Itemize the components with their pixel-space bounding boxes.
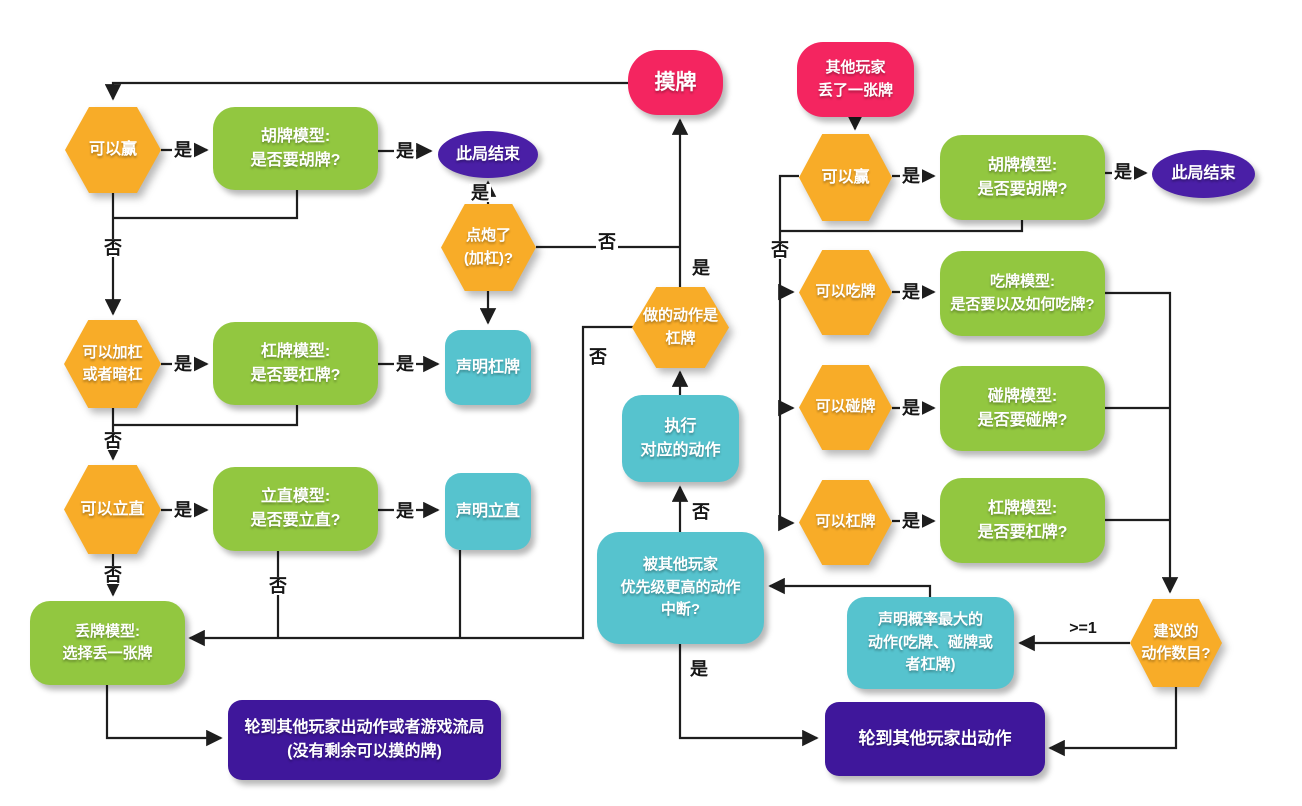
node-discard-model: 丢牌模型: 选择丢一张牌 [30, 601, 185, 685]
node-kan-model-self: 杠牌模型: 是否要杠牌? [213, 322, 378, 405]
edge-declare-prob-to-interrupt [768, 577, 932, 597]
node-can-win-self: 可以赢 [65, 107, 161, 193]
edge-can-win-right-no-trunk [778, 174, 799, 523]
edge-chi-model-to-suggest [1105, 291, 1179, 594]
edge-label-no: 否 [690, 502, 712, 522]
edge-label-yes: 是 [688, 659, 710, 679]
edge-label-yes: 是 [172, 354, 194, 374]
edge-interrupt-yes-to-other-turn [678, 644, 819, 747]
node-interrupted-by-higher-priority: 被其他玩家 优先级更高的动作 中断? [597, 532, 764, 644]
edge-label-no: 否 [267, 576, 289, 596]
edge-label-no: 否 [596, 232, 618, 252]
edge-label-yes: 是 [394, 141, 416, 161]
node-hu-model-other: 胡牌模型: 是否要胡牌? [940, 135, 1105, 220]
node-execute-action: 执行 对应的动作 [622, 395, 739, 482]
node-can-chi: 可以吃牌 [799, 250, 892, 335]
node-can-win-other: 可以赢 [799, 134, 892, 221]
node-can-riichi: 可以立直 [64, 465, 161, 554]
edge-label-yes: 是 [900, 398, 922, 418]
edge-label-yes: 是 [1112, 162, 1134, 182]
node-can-kan-other: 可以杠牌 [799, 480, 892, 565]
edge-label-yes: 是 [900, 166, 922, 186]
edge-action-gang-no-to-diupai [188, 325, 633, 647]
node-riichi-model: 立直模型: 是否要立直? [213, 467, 378, 551]
edge-label-no: 否 [102, 565, 124, 585]
node-can-pon: 可以碰牌 [799, 365, 892, 450]
node-declare-riichi: 声明立直 [445, 473, 531, 550]
node-action-is-kan: 做的动作是 杠牌 [632, 287, 729, 368]
edge-gang-model-left-no-merge [113, 405, 299, 427]
node-can-added-or-closed-kan: 可以加杠 或者暗杠 [64, 320, 161, 408]
node-suggested-action-count: 建议的 动作数目? [1130, 599, 1222, 687]
edge-diupai-to-other-turn-left [105, 685, 223, 747]
node-other-players-turn: 轮到其他玩家出动作 [825, 702, 1045, 776]
edge-label-yes: 是 [690, 258, 712, 278]
edge-label-yes: 是 [469, 183, 491, 203]
node-chi-model: 吃牌模型: 是否要以及如何吃牌? [940, 251, 1105, 336]
node-kan-model-other: 杠牌模型: 是否要杠牌? [940, 478, 1105, 563]
edge-label-no: 否 [587, 347, 609, 367]
edge-label-no: 否 [769, 240, 791, 260]
edge-label-no: 否 [102, 431, 124, 451]
edge-mopai-to-can-win-left [104, 81, 628, 101]
edge-hu-model-right-no-merge [780, 220, 1024, 233]
edge-label-no: 否 [102, 238, 124, 258]
edge-label-yes: 是 [900, 282, 922, 302]
edge-hu-model-left-no-merge [113, 190, 299, 220]
edge-label-yes: 是 [900, 511, 922, 531]
node-draw-tile: 摸牌 [628, 50, 723, 115]
edge-suggest-to-other-turn-right [1048, 687, 1178, 757]
edge-label-yes: 是 [172, 500, 194, 520]
node-hu-model-self: 胡牌模型: 是否要胡牌? [213, 107, 378, 190]
node-declare-most-probable-action: 声明概率最大的 动作(吃牌、碰牌或 者杠牌) [847, 597, 1014, 689]
edge-label-yes: 是 [172, 140, 194, 160]
edge-label-yes: 是 [394, 354, 416, 374]
node-game-end-right: 此局结束 [1152, 150, 1255, 198]
node-other-player-discarded: 其他玩家 丢了一张牌 [797, 42, 914, 117]
node-declare-kan: 声明杠牌 [445, 330, 531, 405]
node-other-players-turn-or-draw-game: 轮到其他玩家出动作或者游戏流局 (没有剩余可以摸的牌) [228, 700, 501, 780]
node-dealt-into-kan: 点炮了 (加杠)? [441, 204, 536, 291]
edge-label-count-ge1: >=1 [1067, 620, 1099, 637]
node-pon-model: 碰牌模型: 是否要碰牌? [940, 366, 1105, 451]
node-game-end-left: 此局结束 [438, 131, 538, 178]
edge-label-yes: 是 [394, 501, 416, 521]
